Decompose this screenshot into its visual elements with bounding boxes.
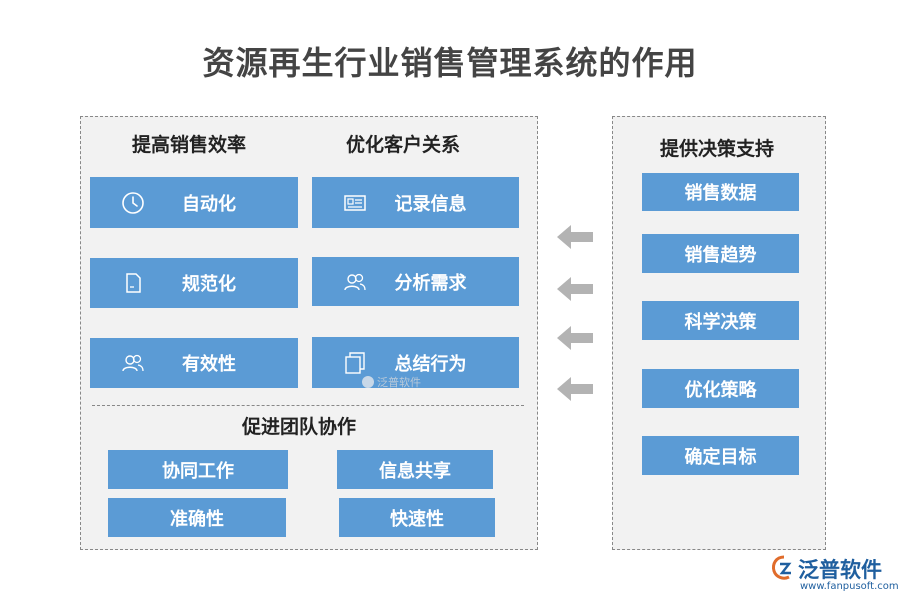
box-label: 总结行为 [394,353,467,375]
document-icon [126,273,141,293]
box-label: 有效性 [182,354,236,375]
arrow-left-icon [557,277,593,301]
users-icon [344,273,366,290]
heading-efficiency: 提高销售效率 [132,134,247,156]
brand-logo: 泛普软件 www.fanpusoft.com [770,552,899,596]
box-label: 记录信息 [394,193,467,215]
fanpu-logo-icon [772,555,792,580]
box-label: 协同工作 [162,460,234,482]
box-accuracy: 准确性 [108,498,286,537]
box-summarize-behavior: 总结行为 [312,337,519,388]
arrow-left-icon [557,377,593,401]
files-icon [345,351,365,374]
clock-icon [122,191,144,214]
box-info-sharing: 信息共享 [337,450,493,489]
box-label: 科学决策 [684,311,757,333]
box-label: 优化策略 [684,379,757,401]
heading-customer: 优化客户关系 [346,134,461,156]
box-label: 规范化 [182,274,236,295]
id-card-icon [344,194,366,211]
box-analyze-needs: 分析需求 [312,257,519,306]
box-automation: 自动化 [90,177,298,228]
box-standardization: 规范化 [90,258,298,308]
heading-decision: 提供决策支持 [660,138,775,160]
box-label: 销售趋势 [684,244,757,266]
box-label: 自动化 [182,193,236,215]
page-title: 资源再生行业销售管理系统的作用 [202,44,698,82]
heading-team: 促进团队协作 [242,416,357,438]
logo-name: 泛普软件 [798,558,882,582]
box-collaboration: 协同工作 [108,450,288,489]
logo-url: www.fanpusoft.com [800,581,899,592]
watermark-logo-icon [362,376,374,388]
box-label: 快速性 [390,508,444,530]
box-set-goals: 确定目标 [642,436,799,475]
section-divider [92,405,524,406]
box-effectiveness: 有效性 [90,338,298,388]
box-label: 信息共享 [379,460,451,482]
watermark-text: 泛普软件 [377,376,421,389]
watermark: 泛普软件 [362,374,421,390]
box-label: 分析需求 [394,272,467,294]
box-sales-trend: 销售趋势 [642,234,799,273]
box-record-info: 记录信息 [312,177,519,228]
box-sales-data: 销售数据 [642,173,799,211]
box-optimize-strategy: 优化策略 [642,369,799,408]
box-speed: 快速性 [339,498,495,537]
arrow-left-icon [557,225,593,249]
box-label: 确定目标 [684,446,757,468]
users-icon [122,354,144,372]
arrow-left-icon [557,326,593,350]
box-label: 准确性 [170,508,224,530]
box-label: 销售数据 [684,183,757,204]
box-scientific-decision: 科学决策 [642,301,799,340]
